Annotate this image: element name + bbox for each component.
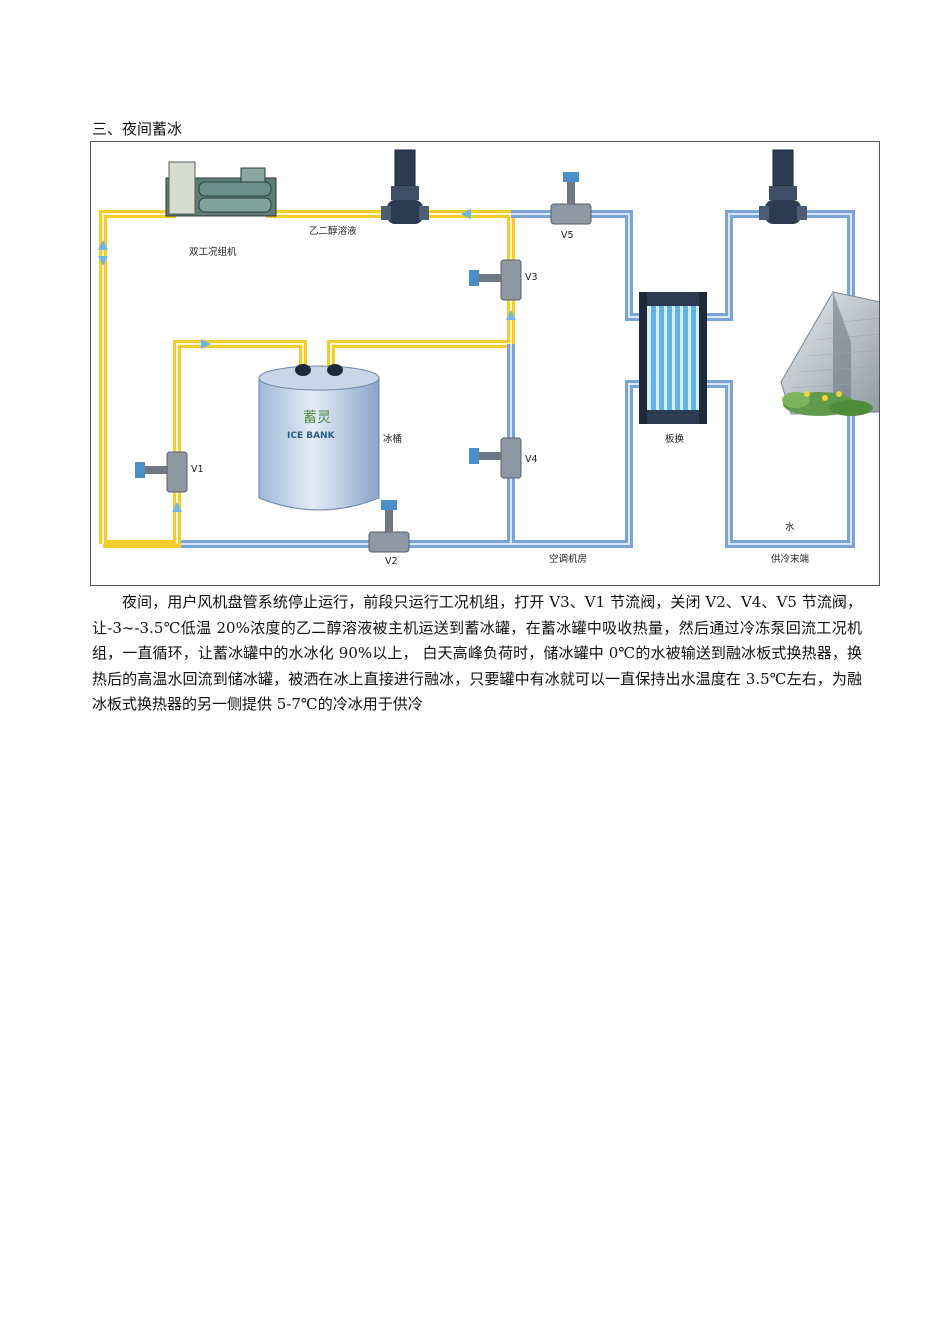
chiller-label: 双工况组机 [189, 246, 237, 258]
valve-v5-label: V5 [561, 230, 574, 241]
pump-1 [381, 149, 429, 224]
plate-exchanger-label: 板换 [665, 433, 685, 445]
plate-heat-exchanger [639, 292, 707, 424]
tank-brand-cn: 蓄灵 [303, 410, 331, 426]
chiller-unit: 双工况组机 [165, 161, 277, 258]
valve-v3-label: V3 [525, 272, 538, 283]
tank-brand-en: ICE BANK [287, 431, 336, 441]
valve-v3-icon [469, 259, 522, 301]
ice-tank-label: 冰桶 [383, 433, 402, 445]
valve-v2-icon [368, 500, 410, 553]
water-label: 水 [785, 521, 795, 533]
building-image [780, 291, 879, 416]
ice-tank: 蓄灵 ICE BANK [258, 364, 380, 511]
valve-v4-icon [469, 437, 522, 479]
body-paragraph: 夜间，用户风机盘管系统停止运行，前段只运行工况机组，打开 V3、V1 节流阀，关… [92, 593, 862, 713]
section-heading: 三、夜间蓄冰 [92, 120, 183, 138]
valve-v4-label: V4 [525, 454, 538, 465]
valve-v1-icon [135, 451, 188, 493]
glycol-label: 乙二醇溶液 [309, 225, 357, 237]
ac-room-label: 空调机房 [549, 553, 587, 565]
ice-storage-diagram: 双工况组机 乙二醇溶液 V5 [90, 141, 880, 586]
terminal-label: 供冷末端 [771, 553, 810, 565]
valve-v5-icon [550, 172, 592, 225]
pump-2 [759, 149, 807, 224]
valve-v2-label: V2 [385, 556, 398, 567]
valve-v1-label: V1 [191, 464, 204, 475]
